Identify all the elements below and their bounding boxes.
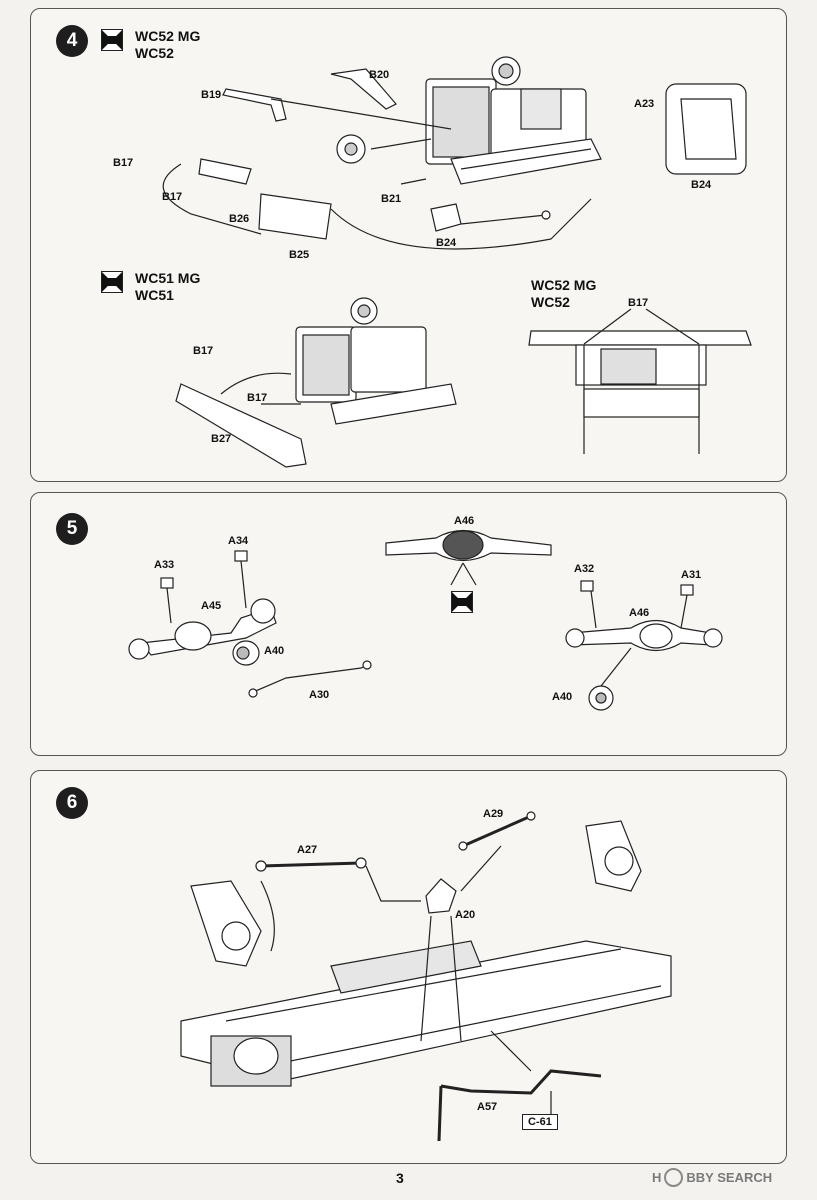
callout-a46: A46 xyxy=(629,607,650,619)
step-5-panel: 5 A46 A34 A33 A45 A40 A30 A32 A31 A46 A4… xyxy=(30,492,787,756)
variant-b-line-2: WC51 xyxy=(135,287,174,303)
callout-b17: B17 xyxy=(247,392,268,404)
callout-b17: B17 xyxy=(193,345,214,357)
variant-a-line-2: WC52 xyxy=(135,45,174,61)
variant-b-line-1: WC51 MG xyxy=(135,270,201,286)
step-6-badge: 6 xyxy=(56,787,88,819)
page-number: 3 xyxy=(396,1170,404,1186)
step-4-variant-c: WC52 MG WC52 xyxy=(531,277,596,311)
variant-symbol-icon xyxy=(452,592,472,612)
variant-c-line-1: WC52 MG xyxy=(531,277,597,293)
callout-b25: B25 xyxy=(289,249,310,261)
callout-a40: A40 xyxy=(264,645,285,657)
callout-a29: A29 xyxy=(483,808,504,820)
callout-a27: A27 xyxy=(297,844,318,856)
callout-b17-front: B17 xyxy=(628,297,649,309)
variant-a-line-1: WC52 MG xyxy=(135,28,201,44)
callout-a46-center: A46 xyxy=(454,515,475,527)
callout-a30: A30 xyxy=(309,689,330,701)
marking-variant-icon xyxy=(101,271,123,293)
step-4-variant-b: WC51 MG WC51 xyxy=(135,270,200,304)
callout-b24-detail: B24 xyxy=(691,179,712,191)
step-6-panel: 6 A29 A27 A20 A57 C-61 xyxy=(30,770,787,1164)
watermark-text: BBY SEARCH xyxy=(686,1170,773,1185)
callout-b20: B20 xyxy=(369,69,390,81)
callout-b19: B19 xyxy=(201,89,222,101)
marking-variant-icon xyxy=(451,591,473,613)
step-4-badge: 4 xyxy=(56,25,88,57)
callout-a34: A34 xyxy=(228,535,249,547)
callout-b17: B17 xyxy=(113,157,134,169)
watermark-brand: H xyxy=(652,1170,662,1185)
callout-b24: B24 xyxy=(436,237,457,249)
callout-b26: B26 xyxy=(229,213,250,225)
callout-a32: A32 xyxy=(574,563,595,575)
callout-a45: A45 xyxy=(201,600,222,612)
watermark-logo-icon xyxy=(664,1168,684,1187)
step-4-panel: 4 WC52 MG WC52 WC51 MG WC51 WC52 MG WC52… xyxy=(30,8,787,482)
step-5-badge: 5 xyxy=(56,513,88,545)
step-4-drawing xyxy=(162,56,752,468)
step-4-variant-a: WC52 MG WC52 xyxy=(135,28,200,62)
callout-a33: A33 xyxy=(154,559,175,571)
callout-a57: A57 xyxy=(477,1101,498,1113)
step-6-drawing xyxy=(180,811,672,1142)
step-5-drawing xyxy=(128,529,723,711)
watermark: H BBY SEARCH xyxy=(652,1168,772,1187)
variant-c-line-2: WC52 xyxy=(531,294,570,310)
marking-variant-icon xyxy=(101,29,123,51)
variant-symbol-icon xyxy=(102,30,122,50)
callout-a31: A31 xyxy=(681,569,702,581)
variant-symbol-icon xyxy=(102,272,122,292)
callout-a20: A20 xyxy=(455,909,476,921)
callout-b17: B17 xyxy=(162,191,183,203)
callout-c61: C-61 xyxy=(522,1114,558,1130)
callout-b21: B21 xyxy=(381,193,402,205)
callout-a40-rear: A40 xyxy=(552,691,573,703)
callout-b27: B27 xyxy=(211,433,232,445)
callout-a23: A23 xyxy=(634,98,655,110)
